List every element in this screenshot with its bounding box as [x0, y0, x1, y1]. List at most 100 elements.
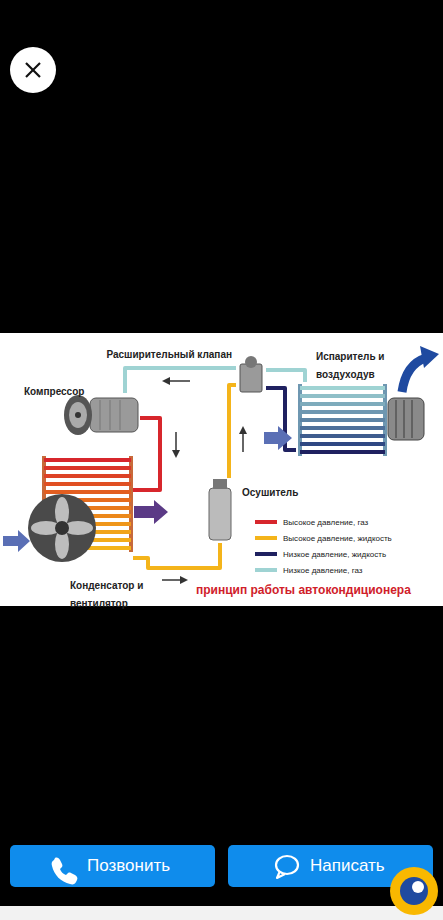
evaporator-tube — [300, 418, 385, 422]
call-button: Позвонить — [10, 845, 215, 887]
air-in-arrow — [264, 426, 292, 450]
blower-vane — [395, 400, 397, 438]
valve-body — [240, 364, 262, 392]
button-label-box: Позвонить — [10, 845, 170, 887]
flow-arrow-head — [162, 377, 170, 385]
blower-vane — [411, 400, 413, 438]
condenser-tube — [44, 458, 131, 462]
evaporator-tube — [300, 410, 385, 414]
compressor-fin — [120, 400, 121, 430]
legend-row: Низкое давление, жидкость — [255, 546, 392, 562]
refrigerant-pipe — [266, 370, 305, 382]
legend-row: Низкое давление, газ — [255, 562, 392, 578]
legend-row: Высокое давление, газ — [255, 514, 392, 530]
flow-arrow-head — [172, 450, 180, 458]
blower-vane — [403, 400, 405, 438]
evaporator-tube — [300, 402, 385, 406]
part-label-box: Осушитель — [242, 482, 298, 500]
evaporator-tubes — [300, 388, 385, 452]
part-label-box: Компрессор — [24, 381, 84, 399]
condenser-tube — [44, 490, 131, 494]
evaporator-tube — [300, 442, 385, 446]
compressor-clutch — [64, 395, 92, 435]
expansion-valve: Расширительный клапан — [236, 358, 266, 396]
flow-arrow — [242, 432, 244, 452]
flow-arrow — [168, 380, 190, 382]
app-logo — [400, 877, 428, 905]
compressor-clutch — [69, 402, 87, 428]
compressor-fin — [110, 400, 111, 430]
flow-arrow — [175, 432, 177, 452]
compressor-hub — [75, 412, 81, 418]
fan-housing — [28, 494, 96, 562]
chat-icon — [277, 871, 285, 878]
compressor-fin — [100, 400, 101, 430]
evaporator-blower: Испаритель и воздуходув — [296, 382, 426, 458]
condenser-header — [129, 456, 133, 552]
evaporator-tube — [300, 434, 385, 438]
compressor-body — [90, 398, 138, 432]
compressor: Компрессор — [62, 393, 140, 437]
evaporator-tube — [300, 394, 385, 398]
legend-row: Высокое давление, жидкость — [255, 530, 392, 546]
part-label-box: Испаритель и воздуходув — [316, 346, 398, 382]
evaporator-tube — [300, 426, 385, 430]
message-button: Написать — [228, 845, 433, 887]
close-icon — [26, 63, 40, 77]
pipes — [125, 368, 305, 568]
button-label: Позвонить — [87, 845, 170, 887]
part-label: Осушитель — [242, 487, 298, 498]
legend-label: Низкое давление, газ — [283, 566, 362, 575]
valve-bulb — [245, 356, 257, 368]
legend-label: Низкое давление, жидкость — [283, 550, 386, 559]
legend-swatch — [255, 552, 277, 556]
refrigerant-pipe — [229, 385, 236, 478]
app-logo — [412, 881, 424, 893]
bottom-bar — [0, 906, 443, 920]
dryer-cap — [213, 479, 227, 489]
air-in-arrow — [3, 530, 30, 552]
fan-hub — [55, 521, 69, 535]
refrigerant-pipe — [125, 368, 236, 393]
flow-arrow-head — [239, 426, 247, 434]
close-icon — [26, 63, 40, 77]
part-label-box: Конденсатор и вентилятор — [70, 575, 160, 611]
air-out-arrow-head — [420, 346, 439, 368]
blower-drum — [388, 398, 424, 440]
flow-arrow-head — [180, 576, 188, 584]
part-label: Компрессор — [24, 386, 84, 397]
dryer-body — [209, 488, 231, 540]
legend: Высокое давление, газВысокое давление, ж… — [255, 514, 392, 578]
diagram-panel — [0, 333, 443, 606]
condenser-tube — [44, 482, 131, 486]
legend-label: Высокое давление, жидкость — [283, 534, 392, 543]
receiver-dryer: Осушитель — [205, 478, 235, 543]
legend-swatch — [255, 536, 277, 540]
air-out-arrow — [402, 358, 426, 392]
part-label-box: Расширительный клапан — [106, 344, 232, 362]
legend-swatch — [255, 568, 277, 572]
phone-icon — [52, 858, 78, 885]
refrigerant-pipe — [133, 543, 220, 568]
flow-arrow — [162, 579, 182, 581]
air-out-arrow — [134, 500, 168, 524]
evaporator-tube — [300, 450, 385, 454]
app-logo — [390, 867, 438, 915]
caption: принцип работы автокондиционера — [196, 583, 411, 597]
button-label: Написать — [310, 845, 385, 887]
condenser-tube — [44, 474, 131, 478]
condenser-fan: Конденсатор и вентилятор — [28, 455, 133, 570]
button-ground — [10, 845, 215, 887]
part-label: Испаритель и воздуходув — [316, 351, 385, 380]
legend-swatch — [255, 520, 277, 524]
button-label-box: Написать — [228, 845, 385, 887]
evaporator-tube — [300, 386, 385, 390]
close-button — [10, 47, 56, 93]
legend-label: Высокое давление, газ — [283, 518, 368, 527]
part-label: Расширительный клапан — [106, 349, 232, 360]
condenser-tube — [44, 466, 131, 470]
part-label: Конденсатор и вентилятор — [70, 580, 143, 609]
